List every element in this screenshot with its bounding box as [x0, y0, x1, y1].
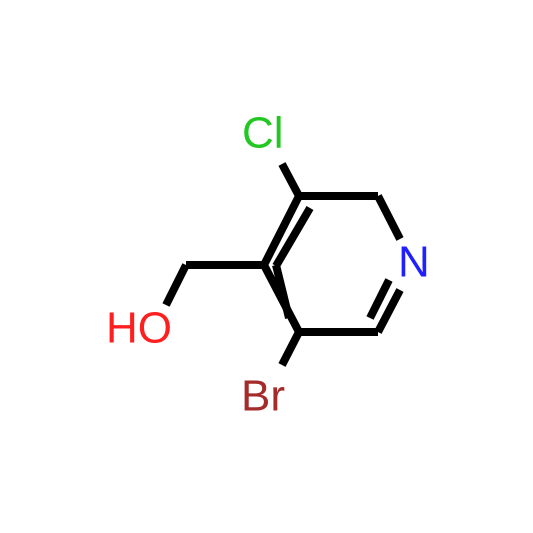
bond-ring-c3-c4 — [260, 194, 314, 269]
bond-c3-cl — [278, 162, 303, 198]
hydroxyl-label: HO — [106, 304, 172, 353]
bond-ring-n-c6 — [366, 278, 404, 334]
bromine-label: Br — [241, 372, 285, 421]
bond-c5-br — [278, 330, 303, 367]
chlorine-label: Cl — [242, 109, 284, 158]
bond-ch2-o — [162, 263, 190, 307]
bond-ring-c5-c4 — [260, 263, 303, 334]
nitrogen-label: N — [398, 238, 430, 287]
bond-ring-c2-n — [374, 194, 404, 241]
